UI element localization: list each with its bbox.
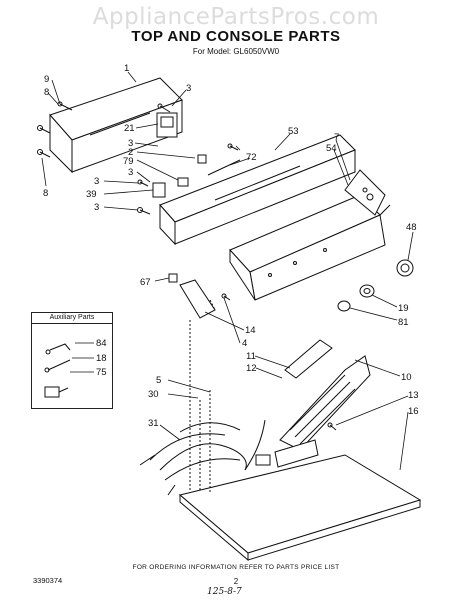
callout-72: 72: [246, 152, 257, 163]
watermark: AppliancePartsPros.com: [92, 4, 380, 30]
callout-30: 30: [148, 389, 159, 400]
callout-5: 5: [156, 375, 161, 386]
page-number: 2: [233, 577, 239, 586]
callout-1: 1: [124, 63, 129, 74]
model-number: For Model: GL6050VW0: [192, 47, 280, 56]
console-front-panel: [229, 179, 391, 301]
diagram-title: TOP AND CONSOLE PARTS: [131, 28, 341, 45]
aux-parts-sketches: [44, 343, 71, 398]
callout-10: 10: [401, 372, 412, 383]
callout-21: 21: [124, 123, 135, 134]
screws: [37, 101, 337, 431]
aux-callout-84: 84: [96, 338, 107, 349]
bracket-14: [179, 279, 216, 319]
document-code: 3390374: [33, 576, 63, 585]
assembly-lines: [189, 299, 216, 493]
callout-14: 14: [245, 325, 256, 336]
aux-callout-18: 18: [96, 353, 107, 364]
knob-81: [337, 300, 351, 312]
aux-callout-75: 75: [96, 367, 107, 378]
callout-53: 53: [288, 126, 299, 137]
lint-filter: [274, 339, 371, 468]
callout-9: 9: [44, 74, 49, 85]
callout-2: 2: [128, 147, 133, 158]
callout-11: 11: [246, 351, 256, 362]
callout-39: 39: [86, 189, 97, 200]
callout-3c: 3: [128, 167, 133, 178]
callout-3e: 3: [94, 202, 99, 213]
callout-67: 67: [140, 277, 151, 288]
callout-81: 81: [398, 317, 409, 328]
callout-4: 4: [242, 338, 247, 349]
callout-7: 7: [334, 132, 339, 143]
callout-54: 54: [326, 143, 337, 154]
callout-79: 79: [123, 156, 134, 167]
leader-lines: [41, 71, 414, 471]
auxiliary-parts-box: Auxiliary Parts: [31, 312, 113, 409]
callout-48: 48: [406, 222, 417, 233]
callout-3d: 3: [94, 176, 99, 187]
callout-19: 19: [398, 303, 409, 314]
callout-3b: 3: [128, 138, 133, 149]
auxiliary-parts-title: Auxiliary Parts: [32, 314, 112, 324]
callout-labels: 9 8 1 3 8 21 3 2 79 3 72 53 7 54 3 39 3 …: [43, 63, 419, 429]
callout-16: 16: [408, 406, 419, 417]
rear-panel: [49, 77, 183, 174]
handwritten-note: 125-8-7: [207, 587, 242, 597]
callout-31: 31: [148, 418, 159, 429]
ordering-note: FOR ORDERING INFORMATION REFER TO PARTS …: [132, 564, 340, 571]
knob-19: [359, 284, 375, 298]
callout-13: 13: [408, 390, 419, 401]
console-back-panel: [159, 134, 356, 246]
callout-12: 12: [246, 363, 257, 374]
end-cap: [344, 169, 386, 216]
timer-switch: [152, 112, 241, 198]
top-cover: [178, 454, 422, 562]
callout-3: 3: [186, 83, 191, 94]
callout-8: 8: [44, 87, 49, 98]
clip-67: [168, 273, 178, 283]
knob-48: [396, 259, 414, 277]
callout-8b: 8: [43, 188, 48, 199]
